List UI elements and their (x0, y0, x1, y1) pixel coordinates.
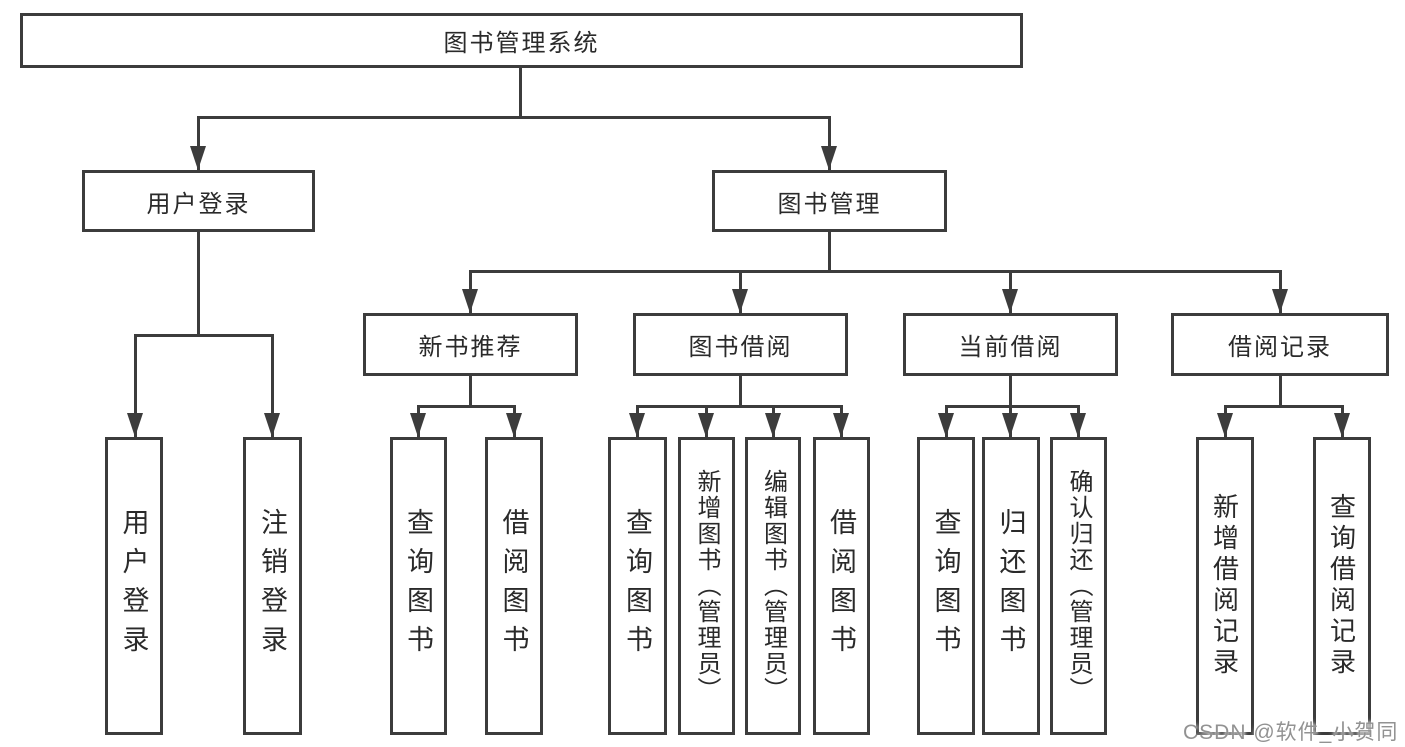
leaf-user-login-label: 用户登录 (118, 508, 149, 664)
leaf-add-borrow-record-label: 新增借阅记录 (1209, 493, 1240, 679)
node-book-borrowing: 图书借阅 (633, 313, 848, 376)
connector-current-borrow-branch (945, 405, 1079, 408)
node-user-login-label: 用户登录 (146, 190, 251, 218)
arrow-down-icon (1272, 289, 1288, 313)
leaf-borrow-borrow-books: 借阅图书 (813, 437, 870, 735)
arrow-down-icon (1070, 413, 1086, 437)
arrow-down-icon (264, 413, 280, 437)
leaf-borrow-query-books: 查询图书 (608, 437, 667, 735)
leaf-edit-books-admin: 编辑图书（管理员） (745, 437, 801, 735)
watermark-text: CSDN @软件_小贺同学 (1183, 721, 1399, 744)
arrow-down-icon (629, 413, 645, 437)
node-borrow-records: 借阅记录 (1171, 313, 1389, 376)
leaf-user-login: 用户登录 (105, 437, 163, 735)
arrow-down-icon (410, 413, 426, 437)
leaf-logout: 注销登录 (243, 437, 302, 735)
arrow-down-icon (506, 413, 522, 437)
leaf-query-borrow-record-label: 查询借阅记录 (1326, 493, 1357, 679)
connector-book-mgmt-stem (828, 232, 831, 271)
node-book-management-label: 图书管理 (777, 190, 882, 218)
connector-borrow-record-stem (1279, 376, 1282, 406)
leaf-newbook-query-books: 查询图书 (390, 437, 447, 735)
leaf-return-books: 归还图书 (982, 437, 1040, 735)
leaf-add-borrow-record: 新增借阅记录 (1196, 437, 1254, 735)
node-current-borrowing: 当前借阅 (903, 313, 1118, 376)
leaf-add-books-admin-label: 新增图书（管理员） (693, 469, 720, 703)
arrow-down-icon (1334, 413, 1350, 437)
connector-root-stem (519, 68, 522, 117)
leaf-logout-label: 注销登录 (257, 508, 287, 664)
connector-user-login-branch (134, 334, 274, 337)
arrow-down-icon (732, 289, 748, 313)
connector-to-user-login (197, 116, 200, 170)
arrow-down-icon (938, 413, 954, 437)
arrow-down-icon (821, 146, 837, 170)
arrow-down-icon (1002, 413, 1018, 437)
leaf-edit-books-admin-label: 编辑图书（管理员） (759, 469, 787, 703)
connector-to-leaf-logout (271, 334, 274, 437)
leaf-newbook-query-books-label: 查询图书 (403, 508, 433, 664)
node-new-book-recommend-label: 新书推荐 (418, 334, 523, 361)
connector-new-book-branch (417, 405, 516, 408)
node-user-login: 用户登录 (82, 170, 315, 232)
connector-current-borrow-stem (1009, 376, 1012, 406)
node-book-borrowing-label: 图书借阅 (688, 334, 793, 361)
leaf-newbook-borrow-books: 借阅图书 (485, 437, 543, 735)
node-new-book-recommend: 新书推荐 (363, 313, 578, 376)
arrow-down-icon (698, 413, 714, 437)
connector-new-book-stem (469, 376, 472, 406)
leaf-newbook-borrow-books-label: 借阅图书 (498, 508, 529, 664)
connector-root-branch (197, 116, 830, 119)
connector-user-login-stem (197, 232, 200, 335)
connector-book-borrow-branch (636, 405, 842, 408)
node-current-borrowing-label: 当前借阅 (958, 334, 1063, 361)
arrow-down-icon (190, 146, 206, 170)
leaf-current-query-books: 查询图书 (917, 437, 975, 735)
arrow-down-icon (127, 413, 143, 437)
leaf-borrow-borrow-books-label: 借阅图书 (826, 508, 856, 664)
leaf-add-books-admin: 新增图书（管理员） (678, 437, 735, 735)
connector-book-mgmt-branch (469, 270, 1282, 273)
node-root: 图书管理系统 (20, 13, 1023, 68)
leaf-current-query-books-label: 查询图书 (930, 508, 961, 664)
connector-to-leaf-user-login (134, 334, 137, 437)
leaf-query-borrow-record: 查询借阅记录 (1313, 437, 1371, 735)
connector-book-borrow-stem (739, 376, 742, 406)
arrow-down-icon (833, 413, 849, 437)
connector-borrow-record-branch (1224, 405, 1343, 408)
leaf-borrow-query-books-label: 查询图书 (622, 508, 652, 664)
node-root-label: 图书管理系统 (443, 30, 600, 57)
node-borrow-records-label: 借阅记录 (1228, 334, 1332, 361)
connector-to-book-mgmt (828, 116, 831, 170)
arrow-down-icon (1002, 289, 1018, 313)
arrow-down-icon (462, 289, 478, 313)
arrow-down-icon (765, 413, 781, 437)
node-book-management: 图书管理 (712, 170, 947, 232)
leaf-return-books-label: 归还图书 (995, 508, 1026, 664)
leaf-confirm-return-admin-label: 确认归还（管理员） (1065, 469, 1092, 703)
leaf-confirm-return-admin: 确认归还（管理员） (1050, 437, 1107, 735)
arrow-down-icon (1217, 413, 1233, 437)
